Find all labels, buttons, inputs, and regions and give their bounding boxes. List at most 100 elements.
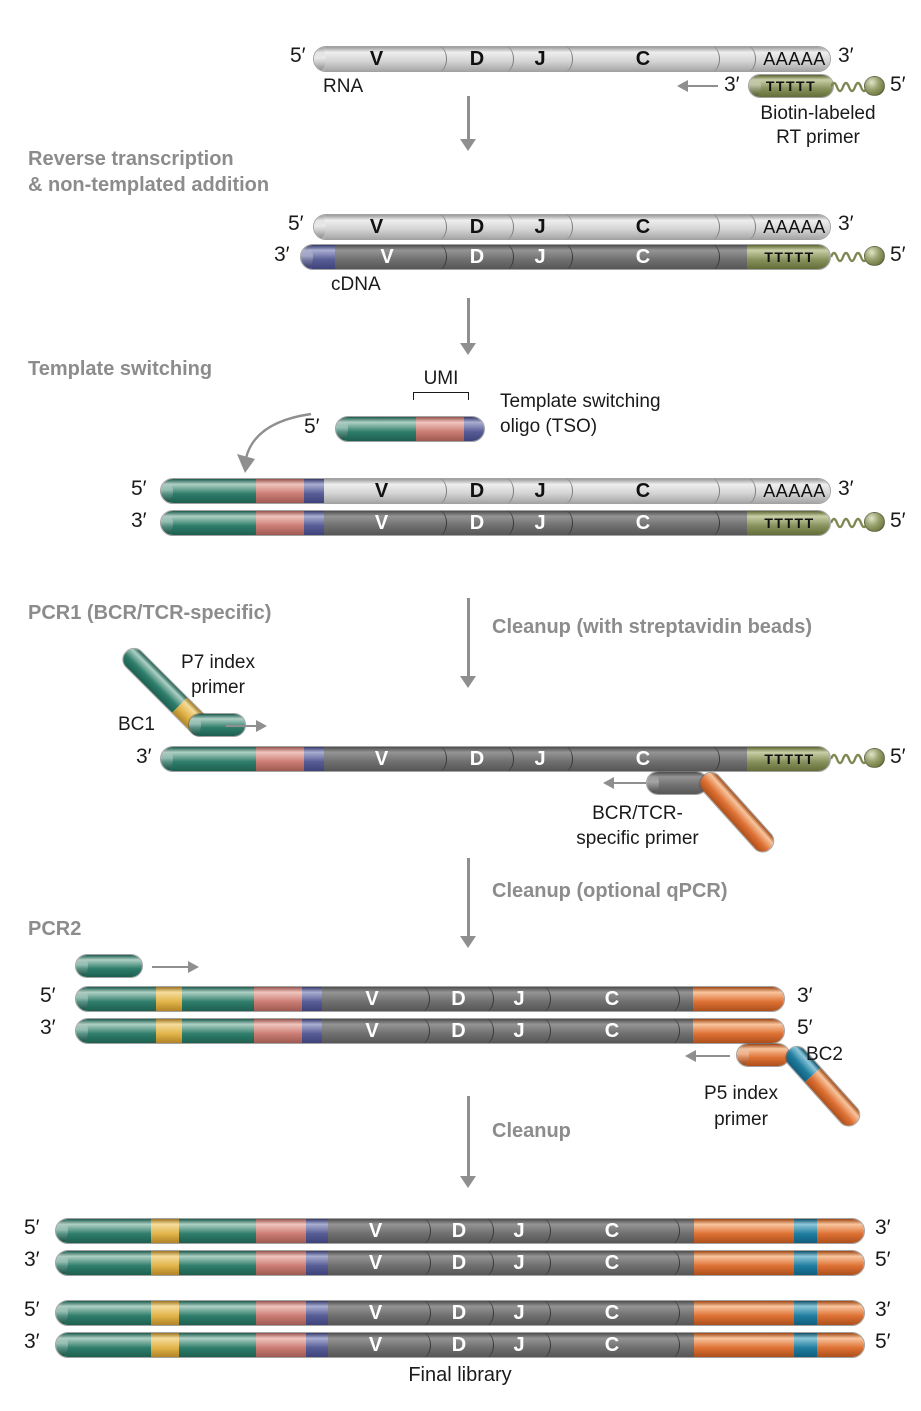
segment-label-d: D	[469, 512, 485, 534]
bc1-index-segment	[151, 1219, 179, 1243]
segment-divider	[543, 987, 552, 1011]
biotin-bead	[864, 76, 885, 96]
segment-label-c: C	[635, 480, 651, 502]
segment-label-c: C	[604, 1334, 620, 1356]
down-arrow-5	[460, 1096, 476, 1188]
linker-squiggle	[831, 753, 867, 765]
tso-adapter-segment	[179, 1301, 256, 1325]
segment-label-v: V	[369, 48, 384, 70]
bcr-primer-segment	[693, 1019, 784, 1043]
umi-segment	[256, 747, 304, 771]
rna-caption: RNA	[323, 76, 364, 97]
umi-segment	[256, 1333, 306, 1357]
umi-segment	[256, 511, 304, 535]
strand-5prime-label: 5′	[24, 1216, 40, 1239]
final-library-strand: V D J C	[55, 1218, 865, 1244]
strand-3prime-label: 3′	[131, 509, 147, 532]
p5-primer-caption: P5 index primer	[704, 1083, 778, 1130]
tso-5prime-label: 5′	[304, 415, 320, 438]
segment-label-v: V	[374, 512, 389, 534]
tso-tip-segment	[306, 1301, 328, 1325]
segment-label-v: V	[368, 1252, 383, 1274]
segment-divider	[565, 47, 574, 71]
bc2-index-segment	[794, 1219, 817, 1243]
step-label-rt: Reverse transcription & non-templated ad…	[28, 148, 270, 196]
segment-label-v: V	[365, 988, 379, 1010]
segment-label-j: J	[534, 512, 546, 534]
rt-primer-5prime-label: 5′	[890, 73, 906, 96]
segment-divider	[712, 511, 721, 535]
down-arrow-1	[460, 96, 476, 151]
strand-3prime-label: 3′	[24, 1330, 40, 1353]
template-switch-curved-arrow	[237, 412, 312, 473]
tso-adapter-segment	[161, 479, 256, 503]
bc2-index-segment	[794, 1333, 817, 1357]
tso-tip-segment	[464, 417, 484, 441]
step-label-template-switching: Template switching	[28, 358, 213, 380]
rt-primer-direction-arrow	[677, 78, 718, 94]
segment-divider	[565, 511, 574, 535]
segment-label-c: C	[604, 1252, 620, 1274]
bc1-index-segment	[156, 1019, 182, 1043]
segment-divider	[506, 245, 515, 269]
bc2-index-segment	[794, 1251, 817, 1275]
segment-label-c: C	[635, 748, 651, 770]
step-label-cleanup-streptavidin: Cleanup (with streptavidin beads)	[492, 616, 813, 638]
tso-adapter-segment	[161, 511, 256, 535]
segment-label-c: C	[604, 1020, 620, 1042]
segment-label-d: D	[469, 748, 485, 770]
umi-segment	[254, 987, 302, 1011]
bcr-primer-arm	[646, 771, 708, 795]
strand-3prime-label: 3′	[40, 1016, 56, 1039]
rna-3prime-label: 3′	[838, 212, 854, 235]
p7-primer-direction-arrow	[226, 718, 267, 734]
tso-tip-segment	[302, 1019, 322, 1043]
bcr-primer-segment	[694, 1333, 794, 1357]
rt-primer-3prime-label: 3′	[724, 73, 740, 96]
tso-tip-segment	[304, 747, 324, 771]
segment-label-c: C	[604, 988, 620, 1010]
strand-3prime-label: 3′	[797, 984, 813, 1007]
segment-label-c: C	[635, 246, 651, 268]
biotin-bead	[864, 512, 885, 532]
p7-primer-caption: P7 index primer	[181, 652, 255, 698]
segment-divider	[506, 479, 515, 503]
segment-divider	[486, 1219, 495, 1243]
down-arrow-3	[460, 598, 476, 688]
segment-divider	[543, 1219, 552, 1243]
step-label-pcr2: PCR2	[28, 918, 82, 940]
strand-5prime-label: 5′	[890, 745, 906, 768]
tso-tip-segment	[302, 987, 322, 1011]
segment-label-j: J	[534, 748, 546, 770]
segment-divider	[748, 479, 757, 503]
tso-adapter-segment	[179, 1333, 256, 1357]
rt-primer: TTTTT	[748, 74, 834, 98]
segment-label-j: J	[534, 48, 546, 70]
segment-label-c: C	[604, 1302, 620, 1324]
poly-t-sequence: TTTTT	[764, 249, 815, 265]
segment-divider	[486, 1251, 495, 1275]
p5-adapter-segment	[817, 1301, 864, 1325]
segment-label-c: C	[635, 216, 651, 238]
segment-divider	[439, 215, 448, 239]
bc1-index-segment	[151, 1301, 179, 1325]
segment-divider	[422, 1019, 431, 1043]
segment-divider	[439, 747, 448, 771]
segment-divider	[506, 47, 515, 71]
p5-adapter-segment	[817, 1333, 864, 1357]
segment-divider	[423, 1333, 432, 1357]
final-library-strand: V D J C	[55, 1332, 865, 1358]
segment-label-v: V	[369, 216, 384, 238]
tso-adapter-segment	[182, 1019, 254, 1043]
segment-label-j: J	[534, 216, 546, 238]
segment-divider	[712, 479, 721, 503]
segment-label-d: D	[469, 480, 485, 502]
strand-5prime-label: 5′	[875, 1248, 891, 1271]
segment-divider	[486, 1333, 495, 1357]
segment-divider	[672, 1333, 681, 1357]
segment-label-c: C	[635, 48, 651, 70]
down-arrow-4	[460, 858, 476, 948]
umi-segment	[254, 1019, 302, 1043]
tso-adapter-segment	[179, 1251, 256, 1275]
tso-tip-segment	[304, 511, 324, 535]
